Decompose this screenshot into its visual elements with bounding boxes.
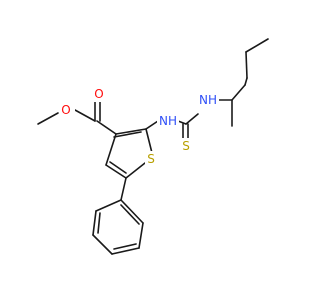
bond: [245, 38, 269, 53]
bond: [109, 161, 127, 174]
bond: [177, 120, 187, 125]
bond: [145, 128, 153, 154]
bond: [185, 113, 199, 125]
bond: [111, 247, 140, 255]
bond: [145, 120, 159, 130]
label-background: [180, 138, 192, 154]
bond: [120, 177, 127, 201]
bond: [115, 128, 147, 135]
label-background: [92, 86, 106, 102]
label-background: [197, 92, 219, 108]
label-background: [145, 151, 157, 167]
label-background: [157, 113, 179, 129]
amine-nh-right-label: NH: [199, 93, 217, 107]
bond: [138, 222, 144, 249]
bond: [96, 120, 117, 135]
carbonyl-oxygen-label: O: [94, 87, 103, 101]
bond: [74, 109, 96, 122]
bond: [105, 133, 117, 166]
bond: [244, 77, 248, 86]
ring-sulfur-label: S: [147, 152, 155, 166]
bond: [105, 164, 127, 179]
bond: [120, 204, 140, 225]
bond-layer: [37, 38, 269, 255]
bond: [120, 199, 144, 224]
bond: [113, 131, 142, 138]
label-background: [61, 102, 75, 118]
bond: [97, 212, 101, 234]
thione-sulfur-label: S: [182, 139, 190, 153]
bond: [92, 234, 113, 255]
bond: [92, 210, 97, 236]
bond: [231, 84, 246, 101]
bond: [95, 199, 122, 212]
bond: [37, 112, 59, 125]
bond: [113, 243, 137, 250]
ester-oxygen-label: O: [61, 103, 70, 117]
structure-canvas: O O NH NH S S: [37, 38, 269, 255]
atom-label-layer: O O NH NH S S: [61, 86, 219, 167]
amine-nh-left-label: NH: [159, 114, 177, 128]
molecule-diagram: O O NH NH S S: [37, 38, 269, 255]
bond: [125, 162, 146, 179]
bond: [245, 51, 248, 79]
